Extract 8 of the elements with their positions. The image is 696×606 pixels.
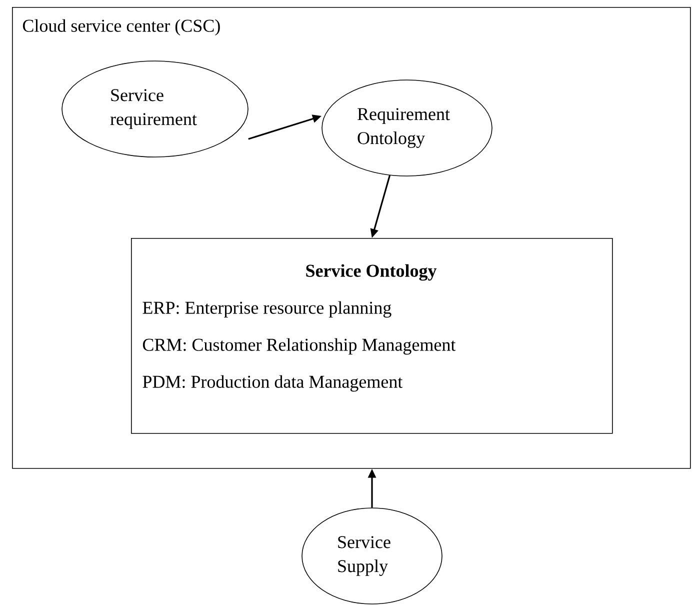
list-item: PDM: Production data Management: [142, 375, 403, 392]
list-item: CRM: Customer Relationship Management: [142, 338, 456, 355]
container-title: Cloud service center (CSC): [22, 19, 220, 36]
ellipse-node: Service Supply: [302, 508, 442, 604]
ellipse-node: Service requirement: [62, 60, 248, 158]
list-item: ERP: Enterprise resource planning: [142, 301, 392, 318]
ellipse-node: Requirement Ontology: [322, 80, 492, 176]
box-heading: Service Ontology: [306, 264, 437, 281]
